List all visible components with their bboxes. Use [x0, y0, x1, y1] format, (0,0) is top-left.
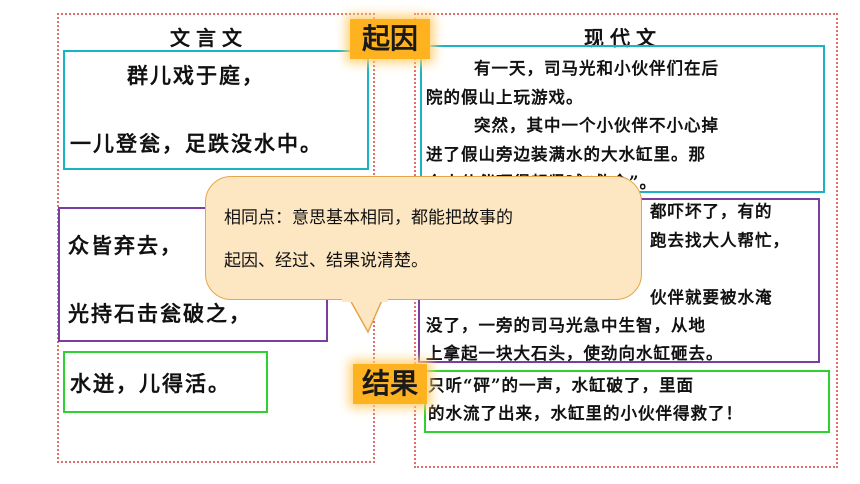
- cause-tag: 起因: [350, 19, 430, 59]
- callout-bubble: [205, 176, 642, 300]
- classical-header: 文言文: [170, 26, 248, 50]
- classical-line-4: 光持石击瓮破之，: [68, 301, 252, 326]
- classical-line-2: 一儿登瓮，足跌没水中。: [70, 131, 323, 156]
- result-tag: 结果: [353, 364, 427, 404]
- modern-line: 只听“砰”的一声，水缸破了，里面: [428, 376, 694, 395]
- classical-line-3: 众皆弃去，: [68, 233, 183, 258]
- callout-line-1: 相同点：意思基本相同，都能把故事的: [224, 208, 513, 228]
- modern-line: 有一天，司马光和小伙伴们在后: [474, 59, 719, 78]
- modern-line: 院的假山上玩游戏。: [426, 88, 584, 107]
- modern-line: 上拿起一块大石头，使劲向水缸砸去。: [426, 344, 724, 363]
- classical-line-5: 水迸，儿得活。: [70, 371, 231, 396]
- modern-line: 没了，一旁的司马光急中生智，从地: [426, 316, 706, 335]
- classical-line-1: 群儿戏于庭，: [127, 63, 265, 88]
- callout-pointer-cover: [342, 296, 388, 302]
- modern-line: 伙伴就要被水淹: [650, 288, 773, 307]
- modern-line: 都吓坏了，有的: [650, 202, 773, 221]
- callout-line-2: 起因、经过、结果说清楚。: [224, 251, 428, 271]
- modern-line: 的水流了出来，水缸里的小伙伴得救了！: [428, 404, 743, 423]
- modern-line: 进了假山旁边装满水的大水缸里。那: [426, 145, 706, 164]
- classical-cause-box: [63, 50, 369, 170]
- modern-line: 跑去找大人帮忙，: [650, 231, 790, 250]
- modern-line: 突然，其中一个小伙伴不小心掉: [474, 116, 719, 135]
- classical-result-box: [63, 351, 268, 413]
